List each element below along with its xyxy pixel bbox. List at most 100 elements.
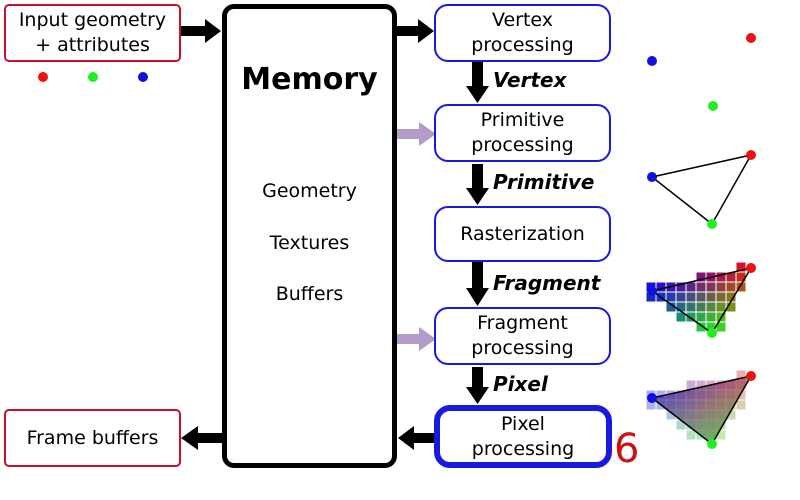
fragment-pixel [696, 282, 706, 292]
fragment-pixel [686, 390, 696, 400]
arrow-fragment-to-pixel [466, 367, 489, 404]
attribute-dot-blue [138, 72, 148, 82]
fragment-pixel [726, 400, 736, 410]
fragment-pixel [686, 302, 696, 312]
fragment-pixel [716, 400, 726, 410]
memory-title: Memory [241, 62, 378, 97]
fragment-pixel [676, 410, 686, 420]
fragment-pixel [666, 292, 676, 302]
fragment-pixel [736, 282, 746, 292]
arrow-primitive-to-raster [466, 164, 489, 205]
fragment-pixel [706, 302, 716, 312]
step-number: 6 [614, 426, 640, 472]
fragment-pixel [726, 272, 736, 282]
memory-box: Memory Geometry Textures Buffers [222, 4, 397, 468]
fragment-pixel [686, 410, 696, 420]
fragment-pixel [716, 302, 726, 312]
illustration-fragments-outline [647, 263, 756, 338]
fragment-pixel [706, 400, 716, 410]
edge-label-fragment: Fragment [493, 271, 601, 295]
fragment-pixel [666, 400, 676, 410]
fragment-pixel [676, 390, 686, 400]
fragment-pixel [716, 380, 726, 390]
fragment-pixel [716, 410, 726, 420]
fragment-pixel [706, 410, 716, 420]
fragment-pixel [726, 380, 736, 390]
fragment-pixel [696, 420, 706, 430]
rasterization-box: Rasterization [434, 206, 611, 262]
fragment-pixel [656, 390, 666, 400]
fragment-pixel [666, 390, 676, 400]
fragment-pixel [686, 292, 696, 302]
fragment-pixel [706, 312, 716, 322]
memory-item-buffers: Buffers [275, 283, 344, 305]
fragment-pixel [686, 312, 696, 322]
fragment-pixel [696, 322, 706, 332]
arrow-raster-to-fragment [466, 262, 489, 306]
fragment-pixel [676, 312, 686, 322]
fragment-processing-box: Fragment processing [434, 307, 611, 365]
fragment-pixel [716, 430, 726, 440]
edge-label-pixel: Pixel [493, 372, 548, 396]
fragment-pixel [706, 282, 716, 292]
fragment-pixel [696, 272, 706, 282]
fragment-pixel [716, 292, 726, 302]
fragment-pixel [696, 410, 706, 420]
fragment-pixel [696, 302, 706, 312]
fragment-pixel [736, 380, 746, 390]
arrow-memory-to-primitive [397, 122, 436, 146]
fragment-pixel [656, 282, 666, 292]
fragment-pixel [706, 292, 716, 302]
fragment-pixel [736, 400, 746, 410]
fragment-pixel [726, 292, 736, 302]
input-geometry-box: Input geometry + attributes [4, 4, 181, 62]
pixel-processing-box: Pixel processing [434, 405, 612, 468]
fragment-pixel [676, 302, 686, 312]
fragment-pixel [726, 390, 736, 400]
illustration-pixels [646, 370, 756, 449]
fragment-pixel [676, 400, 686, 410]
fragment-pixel [666, 410, 676, 420]
fragment-pixel [716, 282, 726, 292]
fragment-pixel [676, 420, 686, 430]
illustration-vertices [647, 33, 756, 111]
fragment-pixel [736, 262, 746, 272]
fragment-pixel [726, 410, 736, 420]
fragment-pixel [716, 390, 726, 400]
fragment-pixel [686, 400, 696, 410]
fragment-pixel [716, 420, 726, 430]
memory-item-geometry: Geometry [262, 180, 357, 202]
fragment-pixel [696, 380, 706, 390]
fragment-pixel [686, 420, 696, 430]
fragment-pixel [736, 370, 746, 380]
attribute-dot-red [38, 72, 48, 82]
primitive-processing-box: Primitive processing [434, 104, 611, 162]
arrow-memory-to-fragment [397, 327, 436, 351]
fragment-pixel [736, 390, 746, 400]
fragment-pixel [706, 322, 716, 332]
edge-label-primitive: Primitive [493, 170, 595, 194]
fragment-pixel [696, 292, 706, 302]
fragment-pixel [696, 390, 706, 400]
attribute-dot-green [88, 72, 98, 82]
arrow-memory-to-framebuffers [181, 426, 222, 450]
fragment-pixel [666, 302, 676, 312]
fragment-pixel [726, 302, 736, 312]
fragment-pixel [716, 322, 726, 332]
fragment-pixel [696, 400, 706, 410]
illustration-primitive [647, 150, 756, 229]
fragment-pixel [696, 312, 706, 322]
fragment-pixel [646, 292, 656, 302]
edge-label-vertex: Vertex [493, 68, 567, 92]
fragment-pixel [686, 282, 696, 292]
arrow-input-to-memory [181, 19, 221, 43]
fragment-pixel [686, 380, 696, 390]
fragment-pixel [706, 420, 716, 430]
arrow-memory-to-vertex [397, 19, 434, 43]
fragment-pixel [716, 272, 726, 282]
fragment-pixel [676, 292, 686, 302]
fragment-pixel [686, 430, 696, 440]
frame-buffers-box: Frame buffers [4, 409, 181, 467]
